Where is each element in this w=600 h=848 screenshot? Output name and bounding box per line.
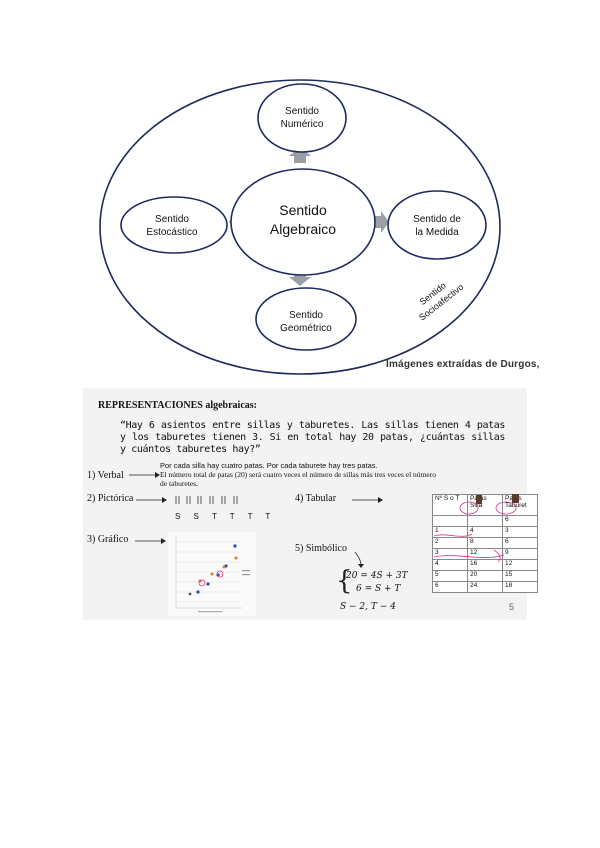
table-annotations bbox=[432, 494, 522, 598]
tabular-arrow-icon bbox=[350, 495, 384, 505]
verbal-arrow-icon bbox=[127, 470, 161, 480]
equation-1: 20 = 4S + 3T bbox=[346, 571, 408, 581]
simbolico-arrow-icon bbox=[353, 551, 367, 569]
grafico-arrow-icon bbox=[133, 536, 167, 546]
top-label-1: Sentido bbox=[285, 106, 319, 117]
pictorica-label: 2) Pictórica bbox=[87, 493, 133, 504]
left-label-2: Estocástico bbox=[146, 227, 198, 238]
simbolico-label: 5) Simbólico bbox=[295, 543, 347, 554]
problem-statement: “Hay 6 asientos entre sillas y taburetes… bbox=[120, 420, 505, 456]
pictorica-letters: S S T T T T bbox=[175, 512, 276, 521]
right-label-2: la Medida bbox=[415, 227, 459, 238]
verbal-line-2: El número total de patas (20) será cuatr… bbox=[160, 470, 520, 479]
verbal-text: Por cada silla hay cuatro patas. Por cad… bbox=[160, 461, 520, 488]
bottom-label-2: Geométrico bbox=[280, 323, 332, 334]
left-node bbox=[121, 197, 227, 253]
left-label-1: Sentido bbox=[155, 214, 189, 225]
equation-2: 6 = S + T bbox=[356, 584, 400, 594]
right-node bbox=[388, 191, 486, 259]
verbal-label: 1) Verbal bbox=[87, 470, 124, 481]
verbal-line-1: Por cada silla hay cuatro patas. Por cad… bbox=[160, 461, 520, 470]
pictorica-icons bbox=[173, 495, 253, 509]
slide-title: REPRESENTACIONES algebraicas: bbox=[98, 400, 257, 411]
image-credit: Imágenes extraídas de Durgos, bbox=[386, 359, 540, 370]
arrow-right bbox=[374, 211, 389, 233]
grafico-plot bbox=[168, 532, 256, 616]
solution: S − 2, T − 4 bbox=[340, 602, 396, 612]
sentidos-diagram: Sentido Algebraico Sentido Numérico Sent… bbox=[0, 0, 600, 380]
tabular-label: 4) Tabular bbox=[295, 493, 336, 504]
page-number: 5 bbox=[509, 602, 514, 612]
center-label-1: Sentido bbox=[279, 202, 327, 218]
center-label-2: Algebraico bbox=[270, 221, 336, 237]
pictorica-arrow-icon bbox=[134, 495, 168, 505]
bottom-label-1: Sentido bbox=[289, 310, 323, 321]
top-label-2: Numérico bbox=[281, 119, 324, 130]
top-node bbox=[258, 84, 346, 152]
grafico-label: 3) Gráfico bbox=[87, 534, 128, 545]
right-label-1: Sentido de bbox=[413, 214, 461, 225]
verbal-line-3: de taburetes. bbox=[160, 479, 520, 488]
